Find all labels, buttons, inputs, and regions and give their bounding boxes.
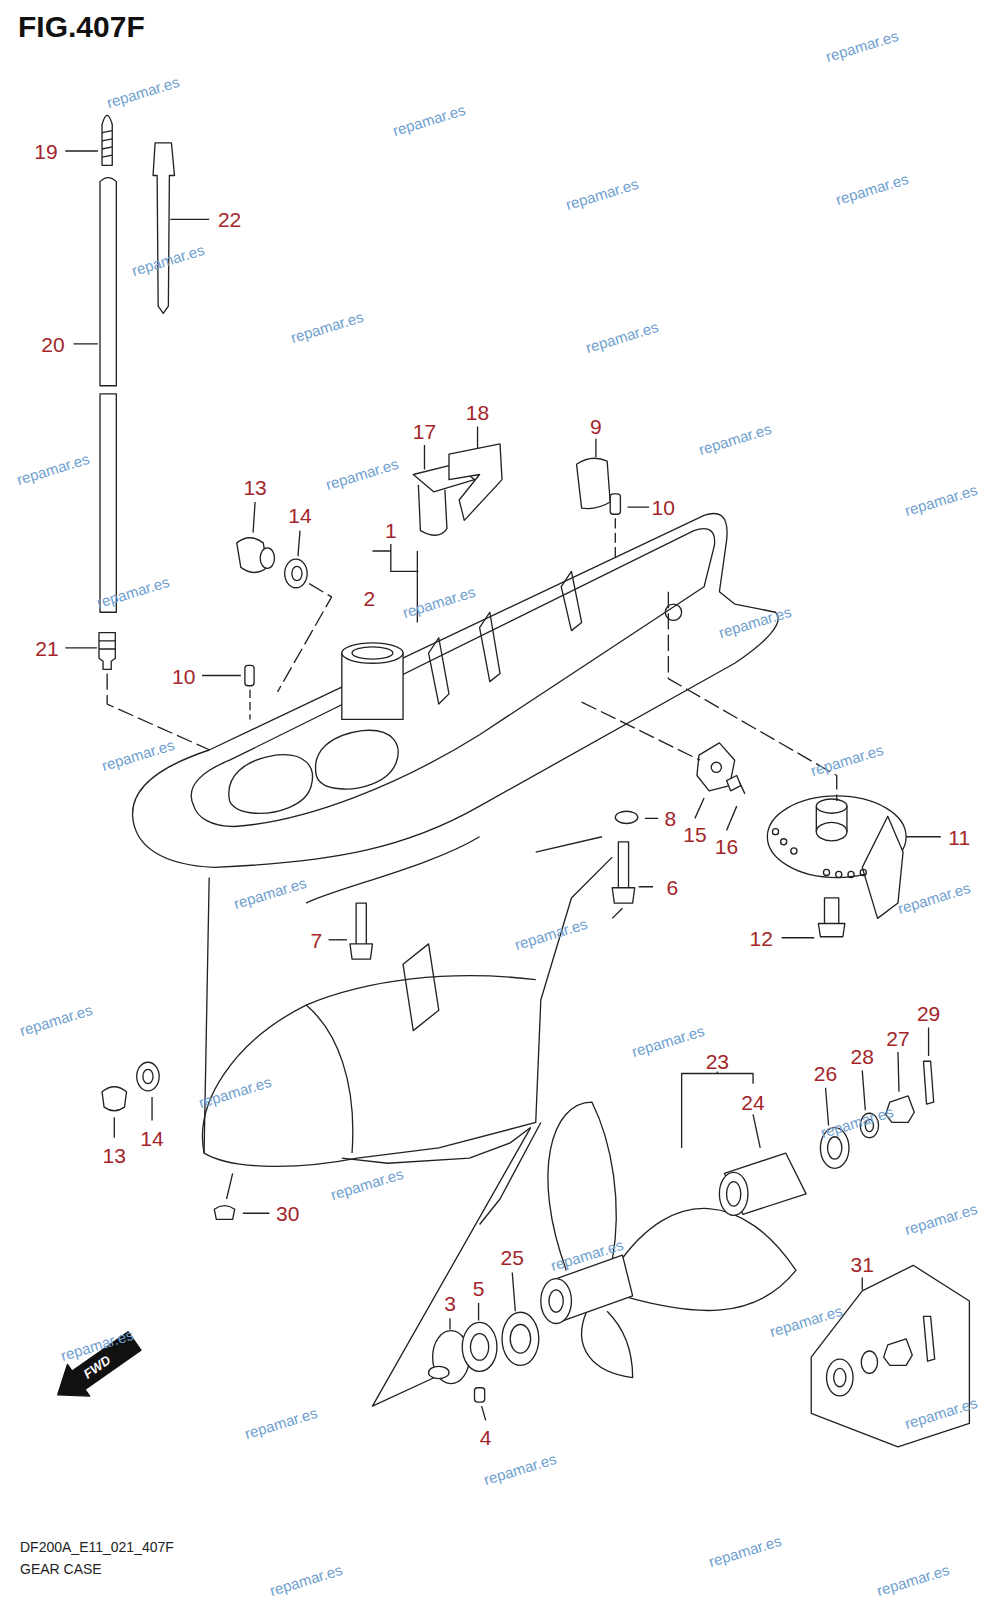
callout-number: 7	[310, 929, 322, 950]
callout-number: 25	[501, 1247, 524, 1268]
watermark: repamar.es	[903, 482, 979, 518]
callout-number: 27	[886, 1027, 909, 1048]
callout-number: 5	[473, 1277, 485, 1298]
callout-number: 26	[814, 1063, 837, 1084]
callout-number: 17	[413, 420, 436, 441]
watermark: repamar.es	[697, 421, 773, 457]
callout-number: 23	[706, 1051, 729, 1072]
watermark: repamar.es	[482, 1451, 558, 1487]
watermark: repamar.es	[15, 451, 91, 487]
watermark: repamar.es	[834, 171, 910, 207]
watermark: repamar.es	[401, 584, 477, 620]
drawing-name: GEAR CASE	[20, 1562, 102, 1576]
callout-number: 10	[652, 497, 675, 518]
callout-number: 21	[35, 637, 58, 658]
callout-number: 13	[103, 1145, 126, 1166]
watermark: repamar.es	[105, 74, 181, 110]
watermark: repamar.es	[824, 28, 900, 64]
watermark: repamar.es	[809, 742, 885, 778]
callout-number: 13	[243, 476, 266, 497]
callout-number: 28	[851, 1046, 874, 1067]
callout-number: 10	[172, 665, 195, 686]
watermark: repamar.es	[18, 1002, 94, 1038]
callout-number: 15	[683, 823, 706, 844]
drawing-code: DF200A_E11_021_407F	[20, 1540, 174, 1554]
watermark: repamar.es	[564, 176, 640, 212]
watermark: repamar.es	[584, 319, 660, 355]
watermark: repamar.es	[324, 456, 400, 492]
callout-number: 31	[851, 1254, 874, 1275]
watermark: repamar.es	[390, 102, 466, 138]
callout-number: 11	[948, 826, 970, 847]
callout-number: 29	[917, 1003, 940, 1024]
callout-number: 18	[466, 402, 489, 423]
watermark: repamar.es	[819, 1104, 895, 1140]
watermark: repamar.es	[268, 1561, 344, 1597]
watermark: repamar.es	[630, 1023, 706, 1059]
callout-number: 20	[41, 333, 64, 354]
callout-number: 19	[34, 141, 57, 162]
watermark: repamar.es	[232, 875, 308, 911]
callout-number: 9	[590, 415, 602, 436]
callout-number: 3	[444, 1293, 456, 1314]
callout-number: 24	[741, 1092, 764, 1113]
watermark: repamar.es	[288, 308, 364, 344]
watermark: repamar.es	[329, 1166, 405, 1202]
watermark: repamar.es	[197, 1074, 273, 1110]
callout-number: 30	[276, 1203, 299, 1224]
callout-number: 2	[364, 587, 376, 608]
callout-number: 16	[715, 835, 738, 856]
watermark: repamar.es	[707, 1533, 783, 1569]
callout-number: 1	[385, 519, 397, 540]
watermark: repamar.es	[875, 1561, 951, 1597]
callout-number: 14	[140, 1127, 163, 1148]
callout-number: 6	[667, 876, 679, 897]
callout-number: 22	[218, 209, 241, 230]
watermark: repamar.es	[100, 737, 176, 773]
watermark: repamar.es	[243, 1405, 319, 1441]
callout-number: 4	[480, 1426, 492, 1447]
figure-title: FIG.407F	[18, 12, 145, 42]
watermark: repamar.es	[513, 916, 589, 952]
callout-number: 12	[750, 927, 773, 948]
callout-number: 8	[665, 808, 677, 829]
watermark: repamar.es	[896, 880, 972, 916]
watermark: repamar.es	[903, 1201, 979, 1237]
callout-number: 14	[288, 505, 311, 526]
